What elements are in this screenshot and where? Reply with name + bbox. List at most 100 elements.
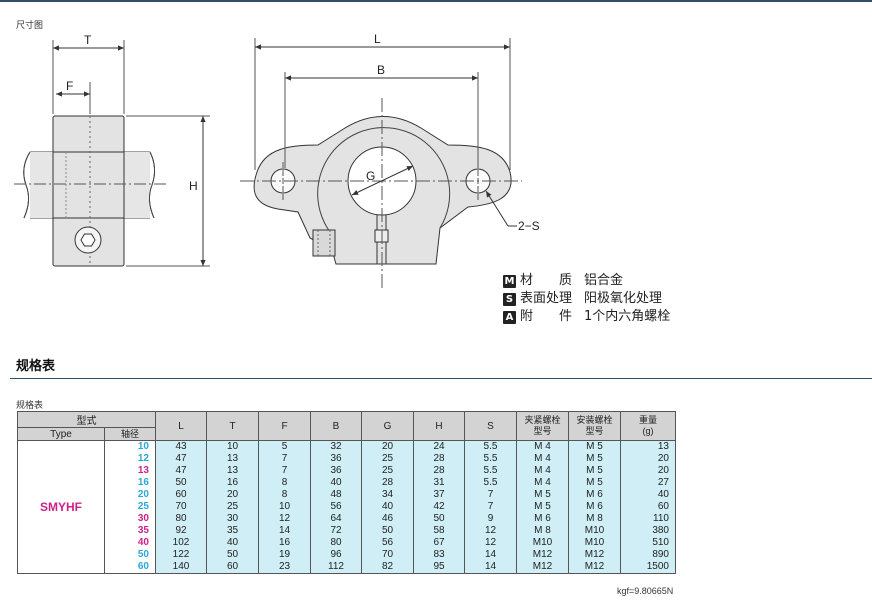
legend-value: 铝合金: [584, 273, 624, 288]
header-weight-line1: 重量: [638, 415, 657, 425]
cell-b: 32: [310, 440, 362, 453]
header-t: T: [206, 411, 259, 441]
legend-key: 附 件: [520, 309, 573, 324]
cell-clamp: M 4: [516, 453, 569, 465]
cell-l: 70: [155, 501, 207, 513]
dimension-drawing: T F H L B G 2−S: [14, 32, 540, 290]
legend-value: 阳极氧化处理: [584, 291, 663, 306]
shaft-diameter-cell: 30: [104, 513, 156, 525]
cell-t: 25: [206, 501, 259, 513]
cell-w: 13: [620, 440, 676, 453]
dim-label-s: 2−S: [518, 219, 540, 233]
dim-label-f: F: [66, 79, 73, 93]
cell-mount: M12: [568, 561, 621, 574]
cell-t: 35: [206, 525, 259, 537]
cell-w: 20: [620, 453, 676, 465]
cell-l: 50: [155, 477, 207, 489]
cell-h: 83: [413, 549, 465, 561]
cell-h: 37: [413, 489, 465, 501]
cell-w: 40: [620, 489, 676, 501]
spec-table: 型式 L T F B G H S 夹紧螺栓 型号 安装螺栓 型号 重量 (g) …: [17, 411, 676, 574]
cell-b: 36: [310, 465, 362, 477]
header-model: 型式: [17, 411, 156, 428]
cell-clamp: M 6: [516, 513, 569, 525]
cell-g: 34: [361, 489, 414, 501]
header-clamp-bolt: 夹紧螺栓 型号: [516, 411, 569, 441]
cell-s: 14: [464, 549, 517, 561]
dim-label-b: B: [377, 63, 385, 77]
cell-clamp: M 4: [516, 465, 569, 477]
cell-t: 30: [206, 513, 259, 525]
cell-w: 510: [620, 537, 676, 549]
cell-h: 95: [413, 561, 465, 574]
cell-w: 380: [620, 525, 676, 537]
cell-b: 48: [310, 489, 362, 501]
legend-row-surface: S 表面处理 阳极氧化处理: [503, 290, 670, 308]
legend-key: 材 质: [520, 273, 573, 288]
cell-mount: M 5: [568, 440, 621, 453]
cell-h: 50: [413, 513, 465, 525]
cell-s: 12: [464, 525, 517, 537]
cell-s: 5.5: [464, 440, 517, 453]
cell-s: 5.5: [464, 465, 517, 477]
header-mount-bolt: 安装螺栓 型号: [568, 411, 621, 441]
header-shaft-dia: 轴径: [104, 427, 156, 441]
cell-clamp: M 5: [516, 501, 569, 513]
type-cell: SMYHF: [17, 440, 105, 574]
cell-h: 24: [413, 440, 465, 453]
legend-row-accessory: A 附 件 1个内六角螺栓: [503, 308, 670, 326]
dim-label-t: T: [84, 33, 92, 47]
header-weight: 重量 (g): [620, 411, 676, 441]
surface-badge: S: [503, 292, 516, 306]
cell-f: 5: [258, 440, 311, 453]
cell-mount: M10: [568, 537, 621, 549]
cell-clamp: M 8: [516, 525, 569, 537]
cell-l: 47: [155, 465, 207, 477]
cell-s: 14: [464, 561, 517, 574]
shaft-diameter-cell: 16: [104, 477, 156, 489]
section-title: 规格表: [16, 359, 56, 374]
cell-l: 60: [155, 489, 207, 501]
shaft-diameter-cell: 50: [104, 549, 156, 561]
cell-mount: M12: [568, 549, 621, 561]
cell-t: 50: [206, 549, 259, 561]
header-weight-line2: (g): [642, 426, 654, 436]
cell-l: 122: [155, 549, 207, 561]
cell-t: 40: [206, 537, 259, 549]
cell-b: 96: [310, 549, 362, 561]
cell-mount: M 5: [568, 465, 621, 477]
cell-f: 7: [258, 453, 311, 465]
cell-h: 42: [413, 501, 465, 513]
cell-b: 112: [310, 561, 362, 574]
header-h: H: [413, 411, 465, 441]
cell-h: 28: [413, 453, 465, 465]
shaft-diameter-cell: 20: [104, 489, 156, 501]
header-b: B: [310, 411, 362, 441]
header-l: L: [155, 411, 207, 441]
cell-mount: M 5: [568, 453, 621, 465]
cell-f: 16: [258, 537, 311, 549]
unit-note: kgf=9.80665N: [617, 586, 674, 596]
dim-label-h: H: [189, 179, 198, 193]
header-clamp-line2: 型号: [533, 426, 552, 436]
cell-g: 70: [361, 549, 414, 561]
cell-l: 47: [155, 453, 207, 465]
cell-g: 25: [361, 453, 414, 465]
cell-t: 60: [206, 561, 259, 574]
cell-t: 13: [206, 453, 259, 465]
cell-g: 56: [361, 537, 414, 549]
shaft-diameter-cell: 35: [104, 525, 156, 537]
cell-g: 50: [361, 525, 414, 537]
cell-w: 890: [620, 549, 676, 561]
cell-mount: M 6: [568, 501, 621, 513]
cell-b: 36: [310, 453, 362, 465]
cell-l: 43: [155, 440, 207, 453]
cell-b: 56: [310, 501, 362, 513]
cell-w: 60: [620, 501, 676, 513]
cell-w: 110: [620, 513, 676, 525]
